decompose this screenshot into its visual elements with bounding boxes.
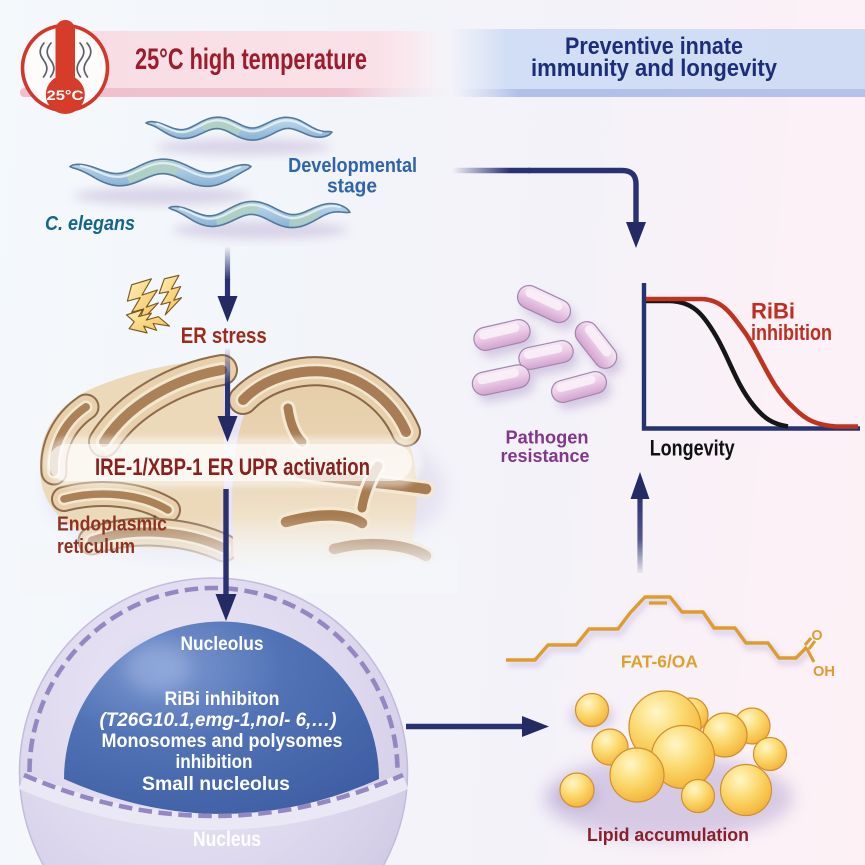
svg-text:stage: stage — [327, 176, 377, 198]
svg-text:Longevity: Longevity — [650, 436, 736, 461]
svg-text:Preventive innate: Preventive innate — [565, 33, 743, 60]
svg-text:O: O — [812, 627, 823, 644]
svg-text:Small nucleolus: Small nucleolus — [142, 774, 290, 795]
svg-text:Monosomes and polysomes: Monosomes and polysomes — [102, 731, 343, 752]
svg-text:25°C high temperature: 25°C high temperature — [135, 43, 367, 76]
svg-text:Nucleus: Nucleus — [193, 828, 261, 851]
svg-text:inhibition: inhibition — [176, 752, 253, 773]
svg-text:Lipid accumulation: Lipid accumulation — [587, 824, 749, 845]
svg-text:IRE-1/XBP-1 ER UPR activation: IRE-1/XBP-1 ER UPR activation — [95, 454, 370, 481]
svg-text:resistance: resistance — [501, 446, 590, 466]
svg-text:Pathogen: Pathogen — [506, 428, 589, 448]
svg-text:OH: OH — [813, 663, 835, 680]
svg-text:Endoplasmic: Endoplasmic — [57, 514, 167, 536]
svg-text:immunity and longevity: immunity and longevity — [531, 55, 778, 82]
svg-text:Developmental: Developmental — [288, 155, 417, 177]
svg-text:ER stress: ER stress — [181, 323, 267, 348]
svg-text:C. elegans: C. elegans — [45, 213, 135, 235]
svg-text:RiBi: RiBi — [751, 299, 795, 324]
svg-text:Nucleolus: Nucleolus — [181, 634, 264, 655]
svg-text:inhibition: inhibition — [751, 320, 832, 345]
svg-text:reticulum: reticulum — [57, 536, 135, 558]
svg-text:RiBi inhibiton: RiBi inhibiton — [165, 689, 280, 710]
svg-text:(T26G10.1,emg-1,nol- 6,…): (T26G10.1,emg-1,nol- 6,…) — [100, 710, 337, 731]
svg-text:FAT-6/OA: FAT-6/OA — [621, 652, 698, 672]
svg-text:25°C: 25°C — [47, 87, 84, 103]
